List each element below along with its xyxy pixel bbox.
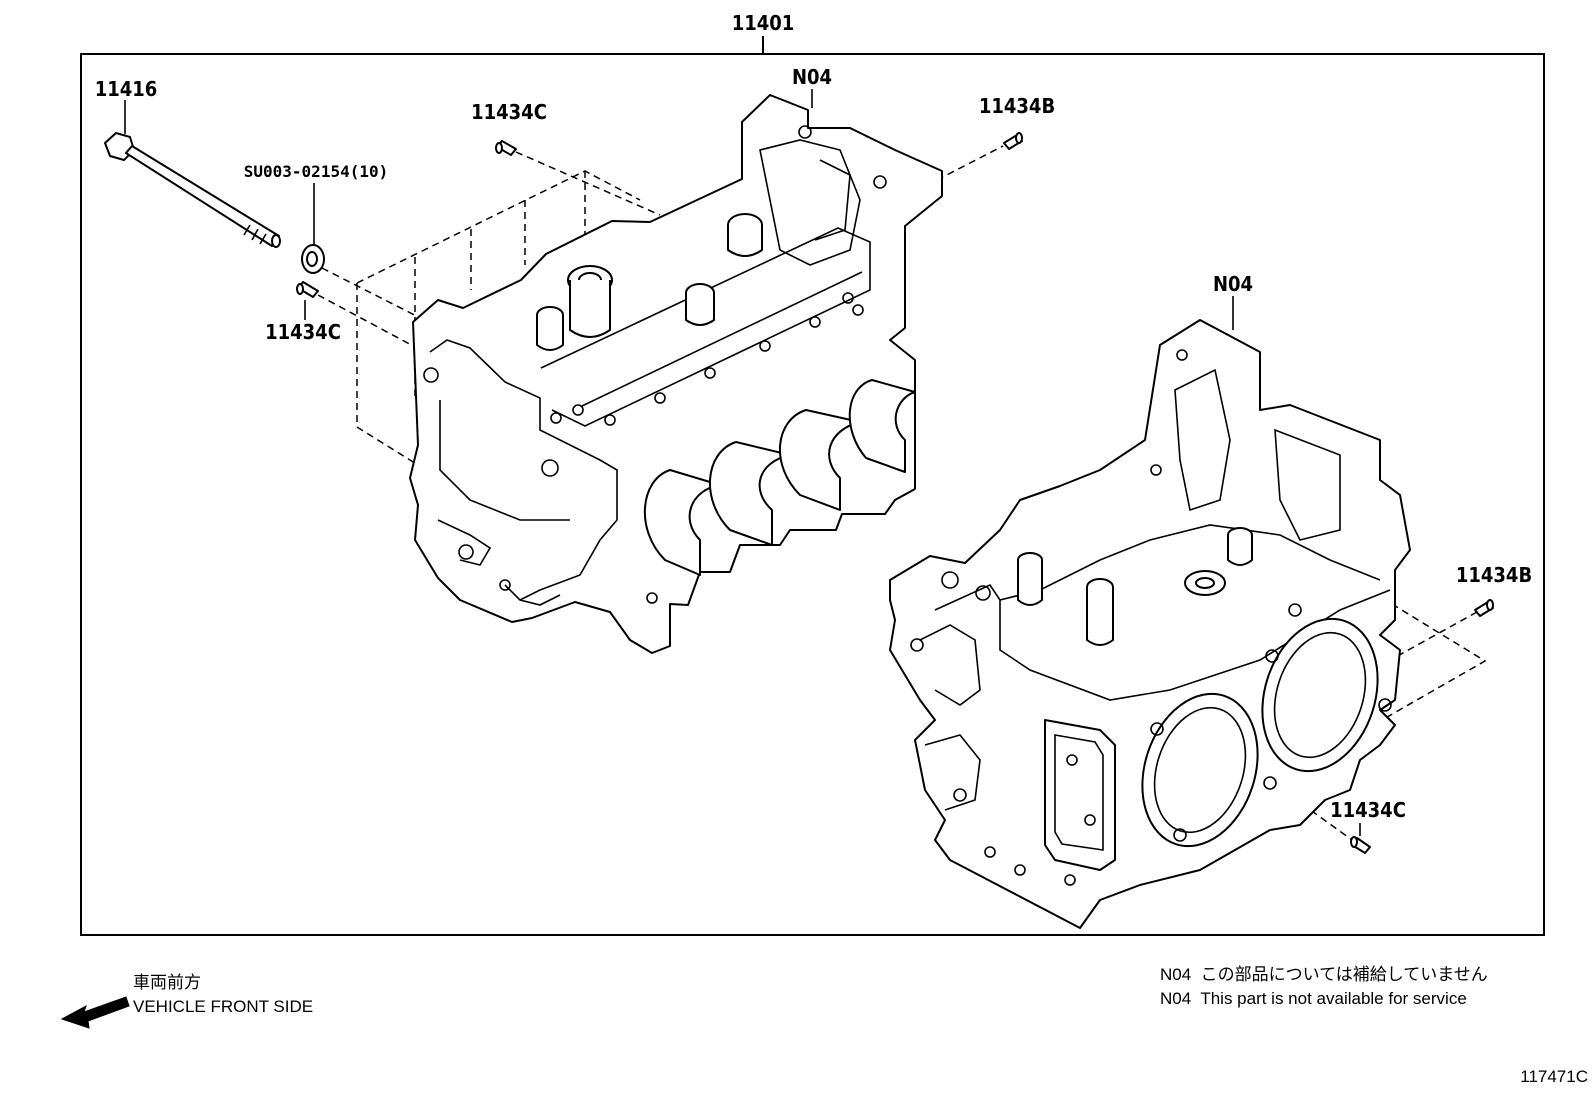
callout-n04-upper[interactable]: N04 xyxy=(792,65,832,89)
pin-11434b-right[interactable] xyxy=(1474,599,1494,617)
callout-su003-washer[interactable]: SU003-02154(10) xyxy=(244,162,389,181)
service-note-en: N04 This part is not available for servi… xyxy=(1160,989,1467,1008)
vehicle-front-arrow-icon xyxy=(60,996,130,1029)
figure-number: 117471C xyxy=(1520,1067,1588,1086)
service-note-jp: N04 この部品については補給していません xyxy=(1160,965,1488,984)
callout-11434c-bottom-right[interactable]: 11434C xyxy=(1330,798,1406,822)
callout-11434c-top-left[interactable]: 11434C xyxy=(471,100,547,124)
bolt-11416[interactable] xyxy=(104,132,281,248)
callout-11434c-left[interactable]: 11434C xyxy=(265,320,341,344)
pin-11434c-left[interactable] xyxy=(296,281,319,298)
washer-su003[interactable] xyxy=(301,244,325,274)
pin-11434c-bottom-right[interactable] xyxy=(1350,836,1371,854)
callout-11434b-top-right[interactable]: 11434B xyxy=(979,94,1055,118)
pin-11434b-top-right[interactable] xyxy=(1003,132,1023,150)
vehicle-front-label-jp: 車両前方 xyxy=(133,973,201,992)
callout-n04-lower[interactable]: N04 xyxy=(1213,272,1253,296)
assembly-frame xyxy=(80,53,1545,936)
callout-11434b-right[interactable]: 11434B xyxy=(1456,563,1532,587)
vehicle-front-label-en: VEHICLE FRONT SIDE xyxy=(133,997,313,1016)
callout-11416[interactable]: 11416 xyxy=(95,77,158,101)
callout-11401[interactable]: 11401 xyxy=(732,11,795,35)
engine-block-lower xyxy=(889,319,1411,929)
pin-11434c-top-left[interactable] xyxy=(495,140,517,156)
engine-block-upper xyxy=(409,94,943,654)
